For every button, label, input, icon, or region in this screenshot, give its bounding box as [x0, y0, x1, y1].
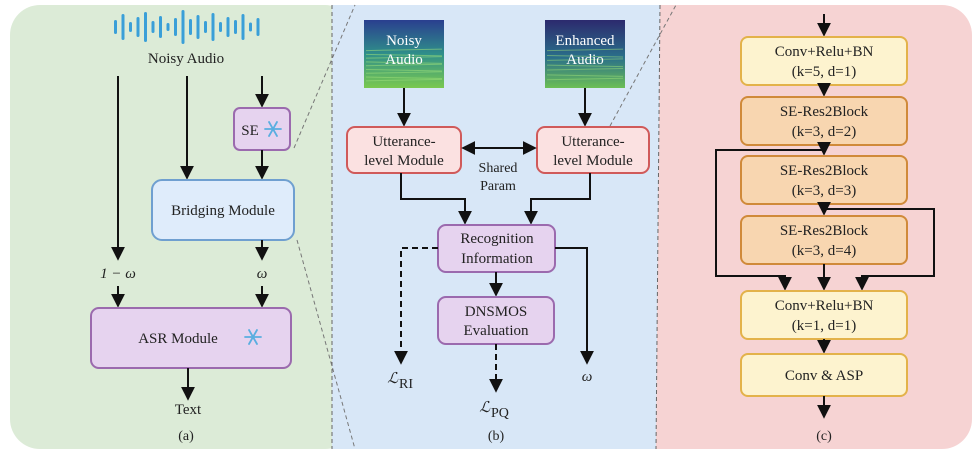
- caption-a: (a): [178, 429, 194, 444]
- block3-line2: (k=3, d=3): [792, 183, 856, 199]
- spectrogram-texture: [546, 48, 624, 52]
- block2-line2: (k=3, d=2): [792, 124, 856, 140]
- enhanced-audio-line1: Enhanced: [555, 33, 615, 49]
- panel-a: Noisy Audio SE Bridging Module 1 − ω ω A…: [90, 10, 295, 444]
- waveform-bar: [166, 23, 170, 31]
- enhanced-spectrogram: Enhanced Audio: [545, 20, 625, 88]
- waveform-bar: [114, 20, 117, 34]
- waveform-bar: [159, 16, 162, 38]
- shared-param-line2: Param: [480, 179, 516, 194]
- waveform-bar: [181, 10, 185, 44]
- noisy-audio-line2: Audio: [385, 52, 423, 68]
- arrow-recognition-to-omega: [555, 247, 594, 365]
- skip-connection-block2: [715, 149, 824, 291]
- zoom-guide-right-top: [609, 4, 677, 127]
- one-minus-omega-label: 1 − ω: [100, 266, 136, 282]
- spectrogram-texture: [546, 54, 624, 58]
- recognition-line1: Recognition: [460, 231, 534, 247]
- utterance-left-line1: Utterance-: [372, 134, 435, 150]
- waveform-bar: [129, 22, 132, 32]
- panel-b: Noisy Audio Enhanced Audio Utterance- le…: [346, 20, 650, 444]
- snowflake-icon: [244, 329, 262, 345]
- noisy-audio-label-a: Noisy Audio: [148, 51, 224, 67]
- arrow-left-to-recognition: [400, 173, 472, 225]
- spectrogram-texture: [365, 78, 443, 82]
- text-output-label: Text: [175, 402, 202, 418]
- waveform-bar: [241, 14, 245, 40]
- waveform-bar: [211, 13, 215, 41]
- noisy-spectrogram: Noisy Audio: [364, 20, 444, 88]
- spectrogram-texture: [365, 63, 443, 67]
- bridging-module: [151, 179, 295, 241]
- waveform-bar: [136, 17, 140, 37]
- omega-label-a: ω: [257, 266, 268, 282]
- arrow-right-to-recognition: [524, 173, 591, 225]
- block1-line2: (k=5, d=1): [792, 64, 856, 80]
- waveform-bar: [174, 18, 177, 36]
- spectrogram-texture: [546, 74, 624, 77]
- skip-connection-block3: [824, 208, 935, 291]
- spectrogram-texture: [546, 58, 624, 61]
- utterance-module-right: [536, 126, 650, 174]
- utterance-module-left: [346, 126, 462, 174]
- utterance-left-line2: level Module: [364, 153, 444, 169]
- waveform-bar: [204, 21, 207, 33]
- zoom-guide-top: [293, 4, 356, 149]
- waveform-bar: [121, 14, 125, 40]
- se-label: SE: [241, 123, 259, 139]
- enhanced-audio-line2: Audio: [566, 52, 604, 68]
- waveform-bar: [256, 18, 260, 36]
- spectrogram-texture: [546, 64, 624, 68]
- waveform-bar: [226, 17, 230, 37]
- zoom-guide-bottom: [296, 239, 356, 450]
- spectrogram-texture: [365, 68, 443, 72]
- waveform-icon: [114, 10, 260, 44]
- block5-line1: Conv+Relu+BN: [775, 298, 874, 314]
- waveform-bar: [144, 12, 147, 42]
- caption-c: (c): [816, 429, 832, 444]
- waveform-bar: [196, 15, 200, 39]
- omega-label-b: ω: [582, 369, 593, 385]
- spectrogram-texture: [546, 77, 624, 81]
- loss-ri-symbol: ℒ: [387, 371, 399, 387]
- waveform-bar: [249, 22, 252, 32]
- dnsmos-line1: DNSMOS: [465, 304, 528, 320]
- block4-line2: (k=3, d=4): [792, 243, 856, 259]
- waveform-bar: [151, 21, 155, 33]
- block1-line1: Conv+Relu+BN: [775, 44, 874, 60]
- asr-module: [90, 307, 292, 369]
- block6-label: Conv & ASP: [785, 368, 863, 384]
- spectrogram-texture: [365, 61, 443, 64]
- asr-module-label: ASR Module: [138, 331, 218, 347]
- shared-param-line1: Shared: [479, 161, 518, 176]
- block5-line2: (k=1, d=1): [792, 318, 856, 334]
- dnsmos-line2: Evaluation: [464, 323, 529, 339]
- spectrogram-texture: [365, 76, 443, 80]
- panel-c: Conv+Relu+BN (k=5, d=1) SE-Res2Block (k=…: [715, 14, 935, 444]
- utterance-right-line2: level Module: [553, 153, 633, 169]
- loss-pq-symbol: ℒ: [479, 400, 491, 416]
- spectrogram-texture: [365, 71, 443, 74]
- bridging-module-label: Bridging Module: [171, 203, 275, 219]
- block2-line1: SE-Res2Block: [780, 104, 869, 120]
- recognition-line2: Information: [461, 251, 533, 267]
- spectrogram-texture: [365, 48, 443, 52]
- caption-b: (b): [488, 429, 505, 444]
- snowflake-icon: [264, 121, 282, 137]
- waveform-bar: [189, 19, 192, 35]
- utterance-right-line1: Utterance-: [561, 134, 624, 150]
- arrow-recognition-to-loss-ri: [394, 247, 438, 365]
- spectrogram-texture: [365, 53, 443, 57]
- loss-pq-subscript: PQ: [491, 406, 509, 421]
- block3-line1: SE-Res2Block: [780, 163, 869, 179]
- loss-ri-subscript: RI: [399, 377, 413, 392]
- block4-line1: SE-Res2Block: [780, 223, 869, 239]
- waveform-bar: [219, 22, 222, 32]
- spectrogram-texture: [365, 56, 443, 59]
- waveform-bar: [234, 20, 237, 34]
- noisy-audio-line1: Noisy: [386, 33, 422, 49]
- spectrogram-texture: [546, 68, 624, 71]
